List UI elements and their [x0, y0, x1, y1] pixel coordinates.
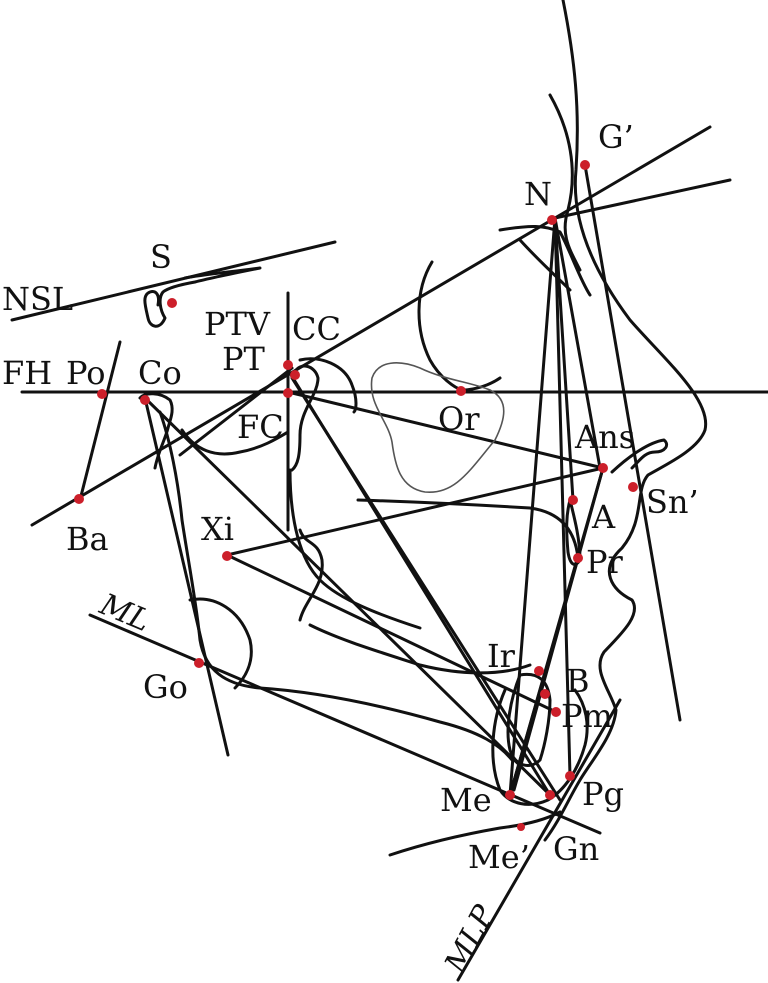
point-me — [505, 790, 515, 800]
label-pr: Pr — [586, 543, 624, 581]
label-xi: Xi — [201, 510, 234, 548]
pr-me-line — [508, 556, 580, 797]
point-cc — [290, 370, 300, 380]
label-a: A — [591, 498, 616, 536]
point-pg — [565, 771, 575, 781]
point-g — [580, 160, 590, 170]
ramus-outline — [158, 410, 514, 762]
facial-axis-line — [178, 366, 294, 457]
lower-incisor — [506, 672, 552, 767]
co-gn-line — [143, 396, 552, 797]
point-fc — [283, 388, 293, 398]
landmark-labels: G’ N S NSL PTV CC PT FH Po Co FC Or Ans … — [2, 118, 699, 980]
nasal-bone-curve — [518, 238, 572, 292]
point-po — [97, 389, 107, 399]
point-n — [547, 215, 557, 225]
label-mlp: MLP — [438, 899, 503, 980]
point-gn — [545, 790, 555, 800]
point-xi — [222, 551, 232, 561]
pt-fissure — [290, 364, 320, 472]
label-pt: PT — [222, 340, 266, 378]
label-or: Or — [438, 400, 480, 438]
label-pm: Pm — [561, 697, 613, 735]
label-co: Co — [138, 354, 182, 392]
label-ml: ML — [94, 587, 155, 639]
mandible-lower-inner — [298, 528, 324, 622]
point-ans — [598, 463, 608, 473]
point-or — [456, 386, 466, 396]
sigmoid-notch — [180, 428, 290, 456]
label-me2: Me’ — [468, 838, 530, 876]
gonial-arc — [188, 597, 253, 690]
n-a-line — [553, 216, 575, 502]
point-co — [140, 395, 150, 405]
landmark-points — [74, 160, 638, 831]
label-g: G’ — [598, 118, 634, 156]
palatal-outline — [370, 362, 505, 493]
label-b: B — [566, 662, 590, 700]
label-ir: Ir — [487, 637, 516, 675]
point-pm — [551, 707, 561, 717]
po-line — [78, 340, 122, 502]
n-upper-extension — [553, 125, 712, 220]
label-fh: FH — [2, 354, 52, 392]
condyle-outline — [138, 392, 174, 470]
label-pg: Pg — [582, 775, 624, 813]
mandibular-canal — [308, 623, 532, 675]
label-ptv: PTV — [204, 305, 271, 343]
label-ans: Ans — [574, 418, 635, 456]
label-s: S — [150, 238, 172, 276]
ml-line — [88, 613, 602, 835]
point-s — [167, 298, 177, 308]
g-pg-line — [583, 163, 682, 722]
point-ba — [74, 494, 84, 504]
nsl-line — [10, 240, 337, 322]
reference-lines — [10, 125, 768, 982]
point-pt — [283, 360, 293, 370]
label-po: Po — [66, 354, 106, 392]
label-gn: Gn — [553, 830, 599, 868]
label-go: Go — [143, 668, 188, 706]
sella-turcica — [143, 266, 262, 328]
fc-ans-line — [286, 390, 605, 470]
point-ir — [534, 666, 544, 676]
point-b — [540, 689, 550, 699]
label-nsl: NSL — [2, 280, 73, 318]
label-n: N — [524, 175, 552, 213]
pterygoid-curve — [298, 357, 358, 414]
point-a — [568, 495, 578, 505]
palate-curve — [356, 498, 580, 560]
anatomical-outlines — [138, 0, 708, 857]
symphysis-outline — [491, 688, 589, 806]
point-sn — [628, 482, 638, 492]
orbit-curve — [417, 260, 502, 392]
n-ans-line — [553, 216, 602, 470]
upper-incisor — [565, 498, 582, 566]
xi-pm-line — [225, 553, 558, 714]
mlp-line — [456, 698, 622, 982]
nasal-hook — [610, 438, 669, 474]
label-sn: Sn’ — [646, 483, 699, 521]
n-me-line — [508, 216, 557, 797]
soft-tissue-profile — [543, 0, 708, 842]
n-anterior-line — [553, 178, 732, 220]
point-go — [194, 658, 204, 668]
n-pg-line — [553, 216, 572, 778]
label-fc: FC — [237, 408, 284, 446]
label-cc: CC — [292, 310, 341, 348]
point-pr — [573, 553, 583, 563]
chin-soft-line — [388, 810, 562, 857]
label-ba: Ba — [66, 520, 109, 558]
frontal-bone-curve — [498, 225, 592, 297]
point-me2 — [517, 823, 525, 831]
label-me: Me — [440, 781, 492, 819]
